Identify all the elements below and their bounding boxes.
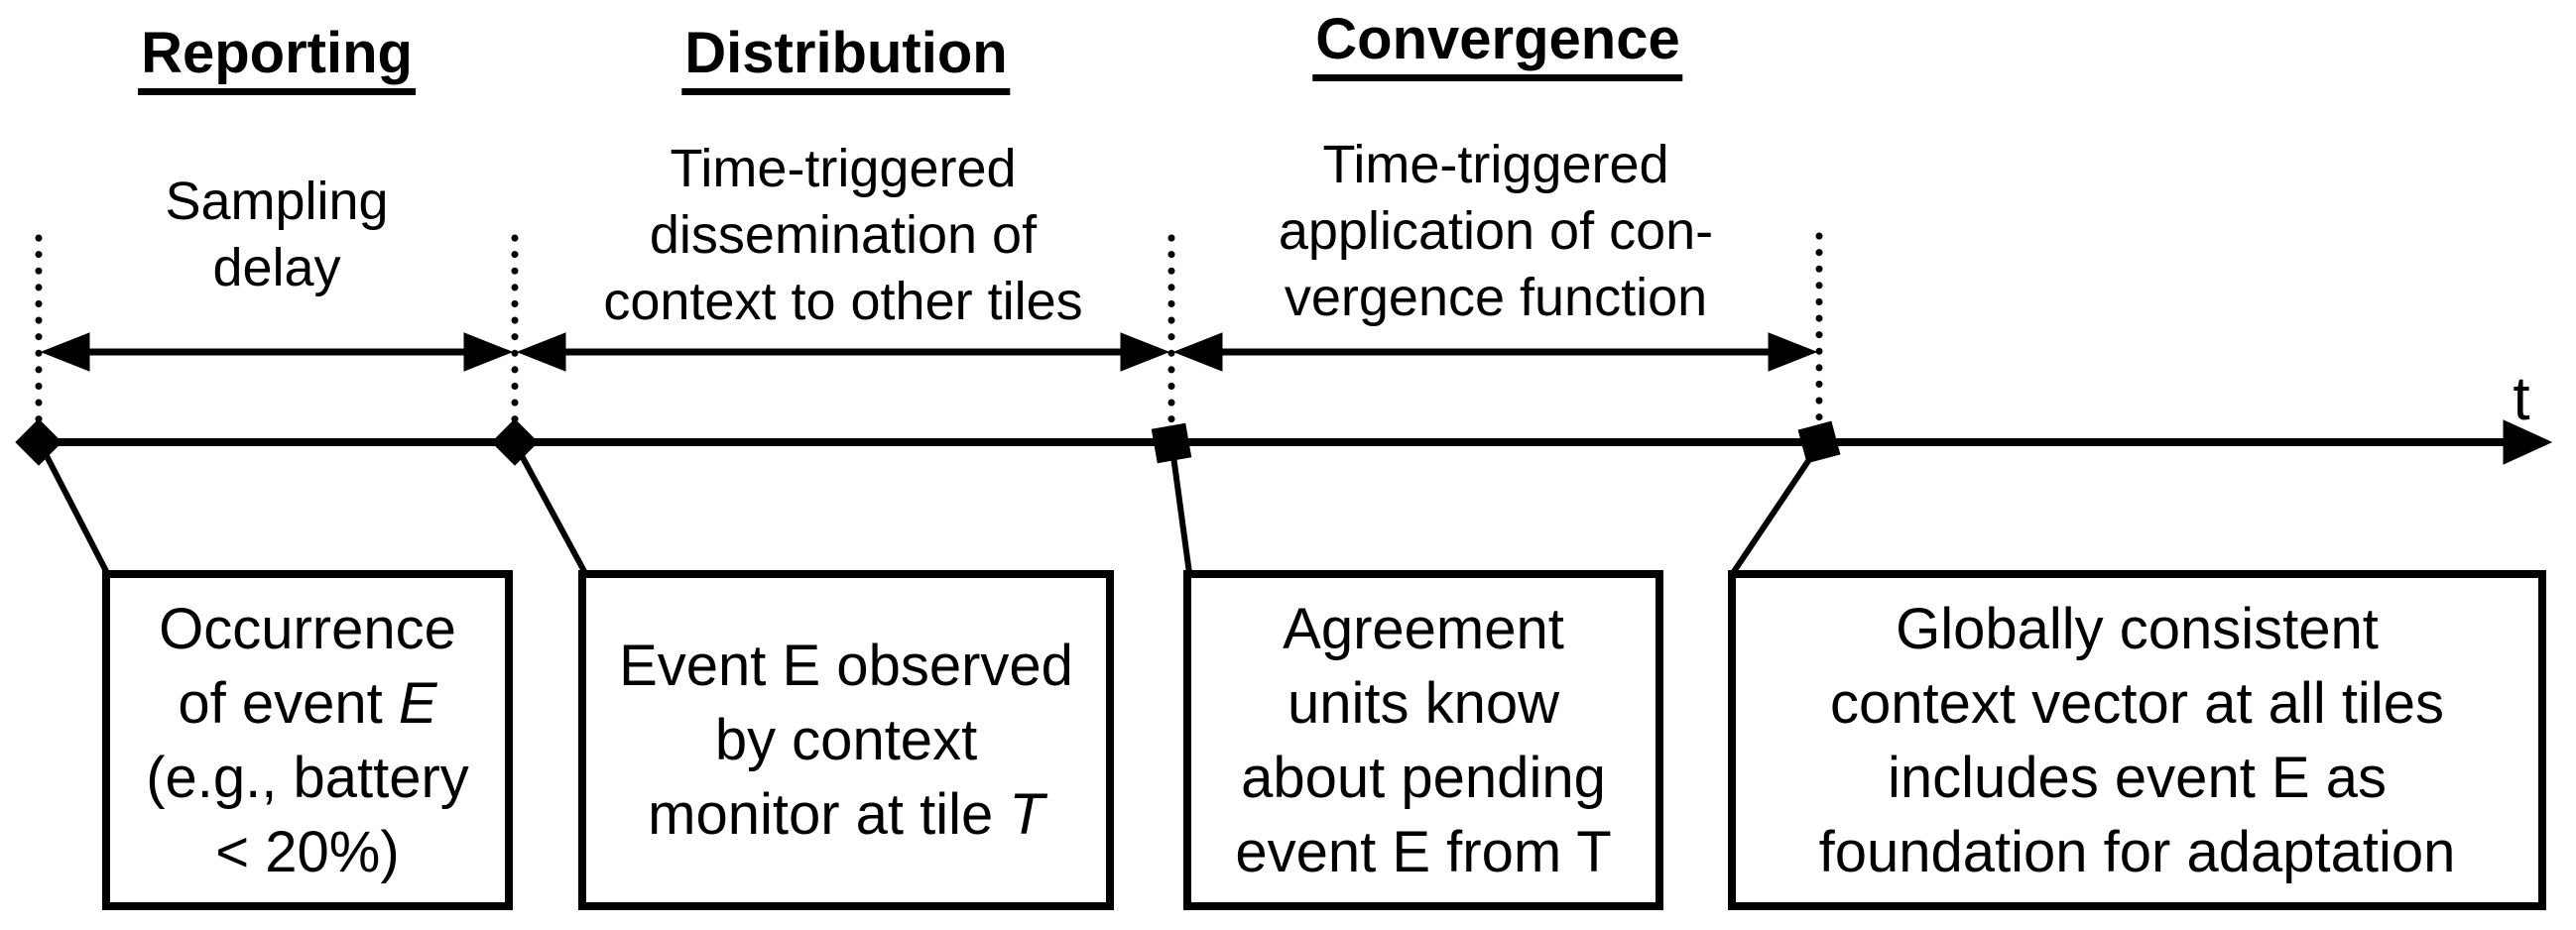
connector-event-3: [1170, 455, 1192, 574]
text-fragment: Occurrence: [159, 596, 456, 661]
phase-title-convergence: Convergence: [1312, 8, 1683, 81]
phase-title-text: Reporting: [138, 22, 416, 95]
caption-line: context to other tiles: [603, 272, 1083, 331]
text-fragment: monitor at tile: [648, 782, 1010, 847]
text-fragment: context vector at all tiles: [1830, 670, 2444, 736]
caption-line: Sampling: [165, 172, 389, 231]
connector-event-1: [42, 450, 110, 575]
event-box-text-line: of event E: [178, 666, 436, 741]
phase-title-reporting: Reporting: [138, 22, 416, 95]
phase-title-distribution: Distribution: [681, 22, 1011, 95]
event-box-text-line: about pending: [1241, 741, 1606, 815]
caption-line: dissemination of: [649, 205, 1038, 265]
event-box-text-line: foundation for adaptation: [1819, 815, 2456, 889]
duration-arrow-distribution-left-head: [516, 332, 566, 372]
event-box-agreement: Agreement units know about pending event…: [1183, 570, 1663, 910]
text-fragment: Globally consistent: [1896, 596, 2379, 661]
event-box-text-line: Event E observed: [619, 629, 1073, 703]
square-marker-event-3: [1151, 422, 1192, 464]
duration-arrow-convergence-left-head: [1172, 332, 1223, 372]
event-box-global-consistency: Globally consistent context vector at al…: [1728, 570, 2546, 910]
text-fragment: Agreement: [1283, 596, 1564, 661]
event-box-text-line: Agreement: [1283, 592, 1564, 666]
phase-title-text: Convergence: [1312, 8, 1683, 81]
phase-caption-reporting: Sampling delay: [165, 169, 388, 301]
event-box-text-line: includes event E as: [1888, 741, 2387, 815]
event-box-text-line: context vector at all tiles: [1830, 666, 2444, 741]
connector-event-2: [517, 450, 588, 575]
event-box-text-line: < 20%): [215, 815, 399, 889]
caption-line: application of con-: [1278, 201, 1714, 261]
event-box-observed: Event E observed by context monitor at t…: [578, 570, 1114, 910]
text-fragment: about pending: [1241, 745, 1606, 810]
phase-title-text: Distribution: [681, 22, 1011, 95]
caption-line: Time-triggered: [1322, 135, 1669, 194]
event-box-text-line: Occurrence: [159, 592, 456, 666]
text-fragment: Event E observed: [619, 634, 1073, 698]
event-box-text-line: event E from T: [1235, 815, 1611, 889]
diamond-marker-event-1: [15, 418, 62, 466]
phase-caption-distribution: Time-triggered dissemination of context …: [603, 136, 1082, 335]
event-box-text-line: (e.g., battery: [146, 741, 469, 815]
italic-variable: T: [1009, 782, 1044, 847]
event-box-text-line: monitor at tile T: [648, 777, 1044, 852]
event-box-text-line: by context: [715, 703, 977, 777]
text-fragment: of event: [178, 670, 399, 736]
text-fragment: < 20%): [215, 819, 400, 884]
duration-arrow-distribution-right-head: [1120, 332, 1170, 372]
text-fragment: event E from T: [1235, 819, 1612, 884]
time-axis-arrowhead: [2503, 419, 2553, 465]
time-axis-label: t: [2513, 365, 2530, 433]
diamond-marker-event-2: [491, 418, 539, 466]
duration-arrow-reporting-right-head: [463, 332, 514, 372]
italic-variable: E: [398, 670, 437, 736]
duration-arrow-reporting-left-head: [40, 332, 90, 372]
duration-arrow-convergence-right-head: [1768, 332, 1818, 372]
phase-caption-convergence: Time-triggered application of con- verge…: [1279, 132, 1713, 331]
text-fragment: includes event E as: [1888, 745, 2387, 810]
square-marker-event-4: [1797, 420, 1841, 464]
caption-line: vergence function: [1284, 268, 1708, 327]
text-fragment: by context: [714, 708, 978, 772]
event-box-text-line: units know: [1288, 666, 1559, 741]
event-box-occurrence: Occurrence of event E (e.g., battery < 2…: [102, 570, 513, 910]
text-fragment: (e.g., battery: [146, 745, 469, 810]
text-fragment: units know: [1287, 670, 1560, 736]
connector-event-4: [1730, 453, 1815, 575]
caption-line: Time-triggered: [670, 139, 1017, 198]
text-fragment: foundation for adaptation: [1818, 819, 2456, 884]
event-box-text-line: Globally consistent: [1896, 592, 2379, 666]
caption-line: delay: [212, 238, 341, 297]
